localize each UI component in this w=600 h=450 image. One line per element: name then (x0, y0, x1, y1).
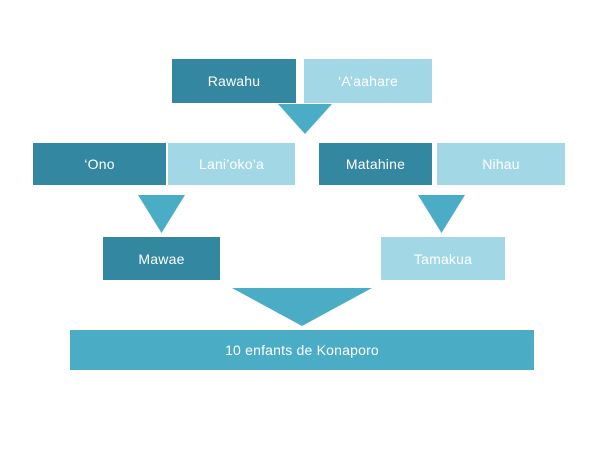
arrow-gen2-right-to-tamakua (418, 195, 465, 233)
arrow-gen2-left-to-mawae (138, 195, 185, 233)
node-lanioko-a[interactable]: Lani’oko’a (168, 143, 295, 185)
node-rawahu[interactable]: Rawahu (172, 59, 296, 103)
node-rawahu-label: Rawahu (207, 73, 261, 89)
banner-offspring-label: 10 enfants de Konaporo (225, 342, 379, 358)
node-matahine-label: Matahine (345, 156, 406, 172)
node-nihau-label: Nihau (482, 156, 520, 172)
node-aaahare-label: ‘A’aahare (338, 73, 398, 89)
node-tamakua-label: Tamakua (413, 250, 473, 267)
node-nihau[interactable]: Nihau (437, 143, 565, 185)
node-mawae-label: Mawae (138, 250, 185, 267)
node-ono[interactable]: ‘Ono (33, 143, 166, 185)
node-aaahare[interactable]: ‘A’aahare (304, 59, 432, 103)
node-matahine[interactable]: Matahine (319, 143, 432, 185)
banner-offspring[interactable]: 10 enfants de Konaporo (70, 330, 534, 370)
arrow-gen3-to-banner (232, 288, 372, 326)
arrow-gen1-to-gen2 (278, 104, 332, 134)
node-ono-label: ‘Ono (84, 156, 115, 172)
node-mawae[interactable]: Mawae (103, 237, 220, 280)
node-tamakua[interactable]: Tamakua (381, 237, 505, 280)
node-lanioko-a-label: Lani’oko’a (198, 156, 265, 172)
